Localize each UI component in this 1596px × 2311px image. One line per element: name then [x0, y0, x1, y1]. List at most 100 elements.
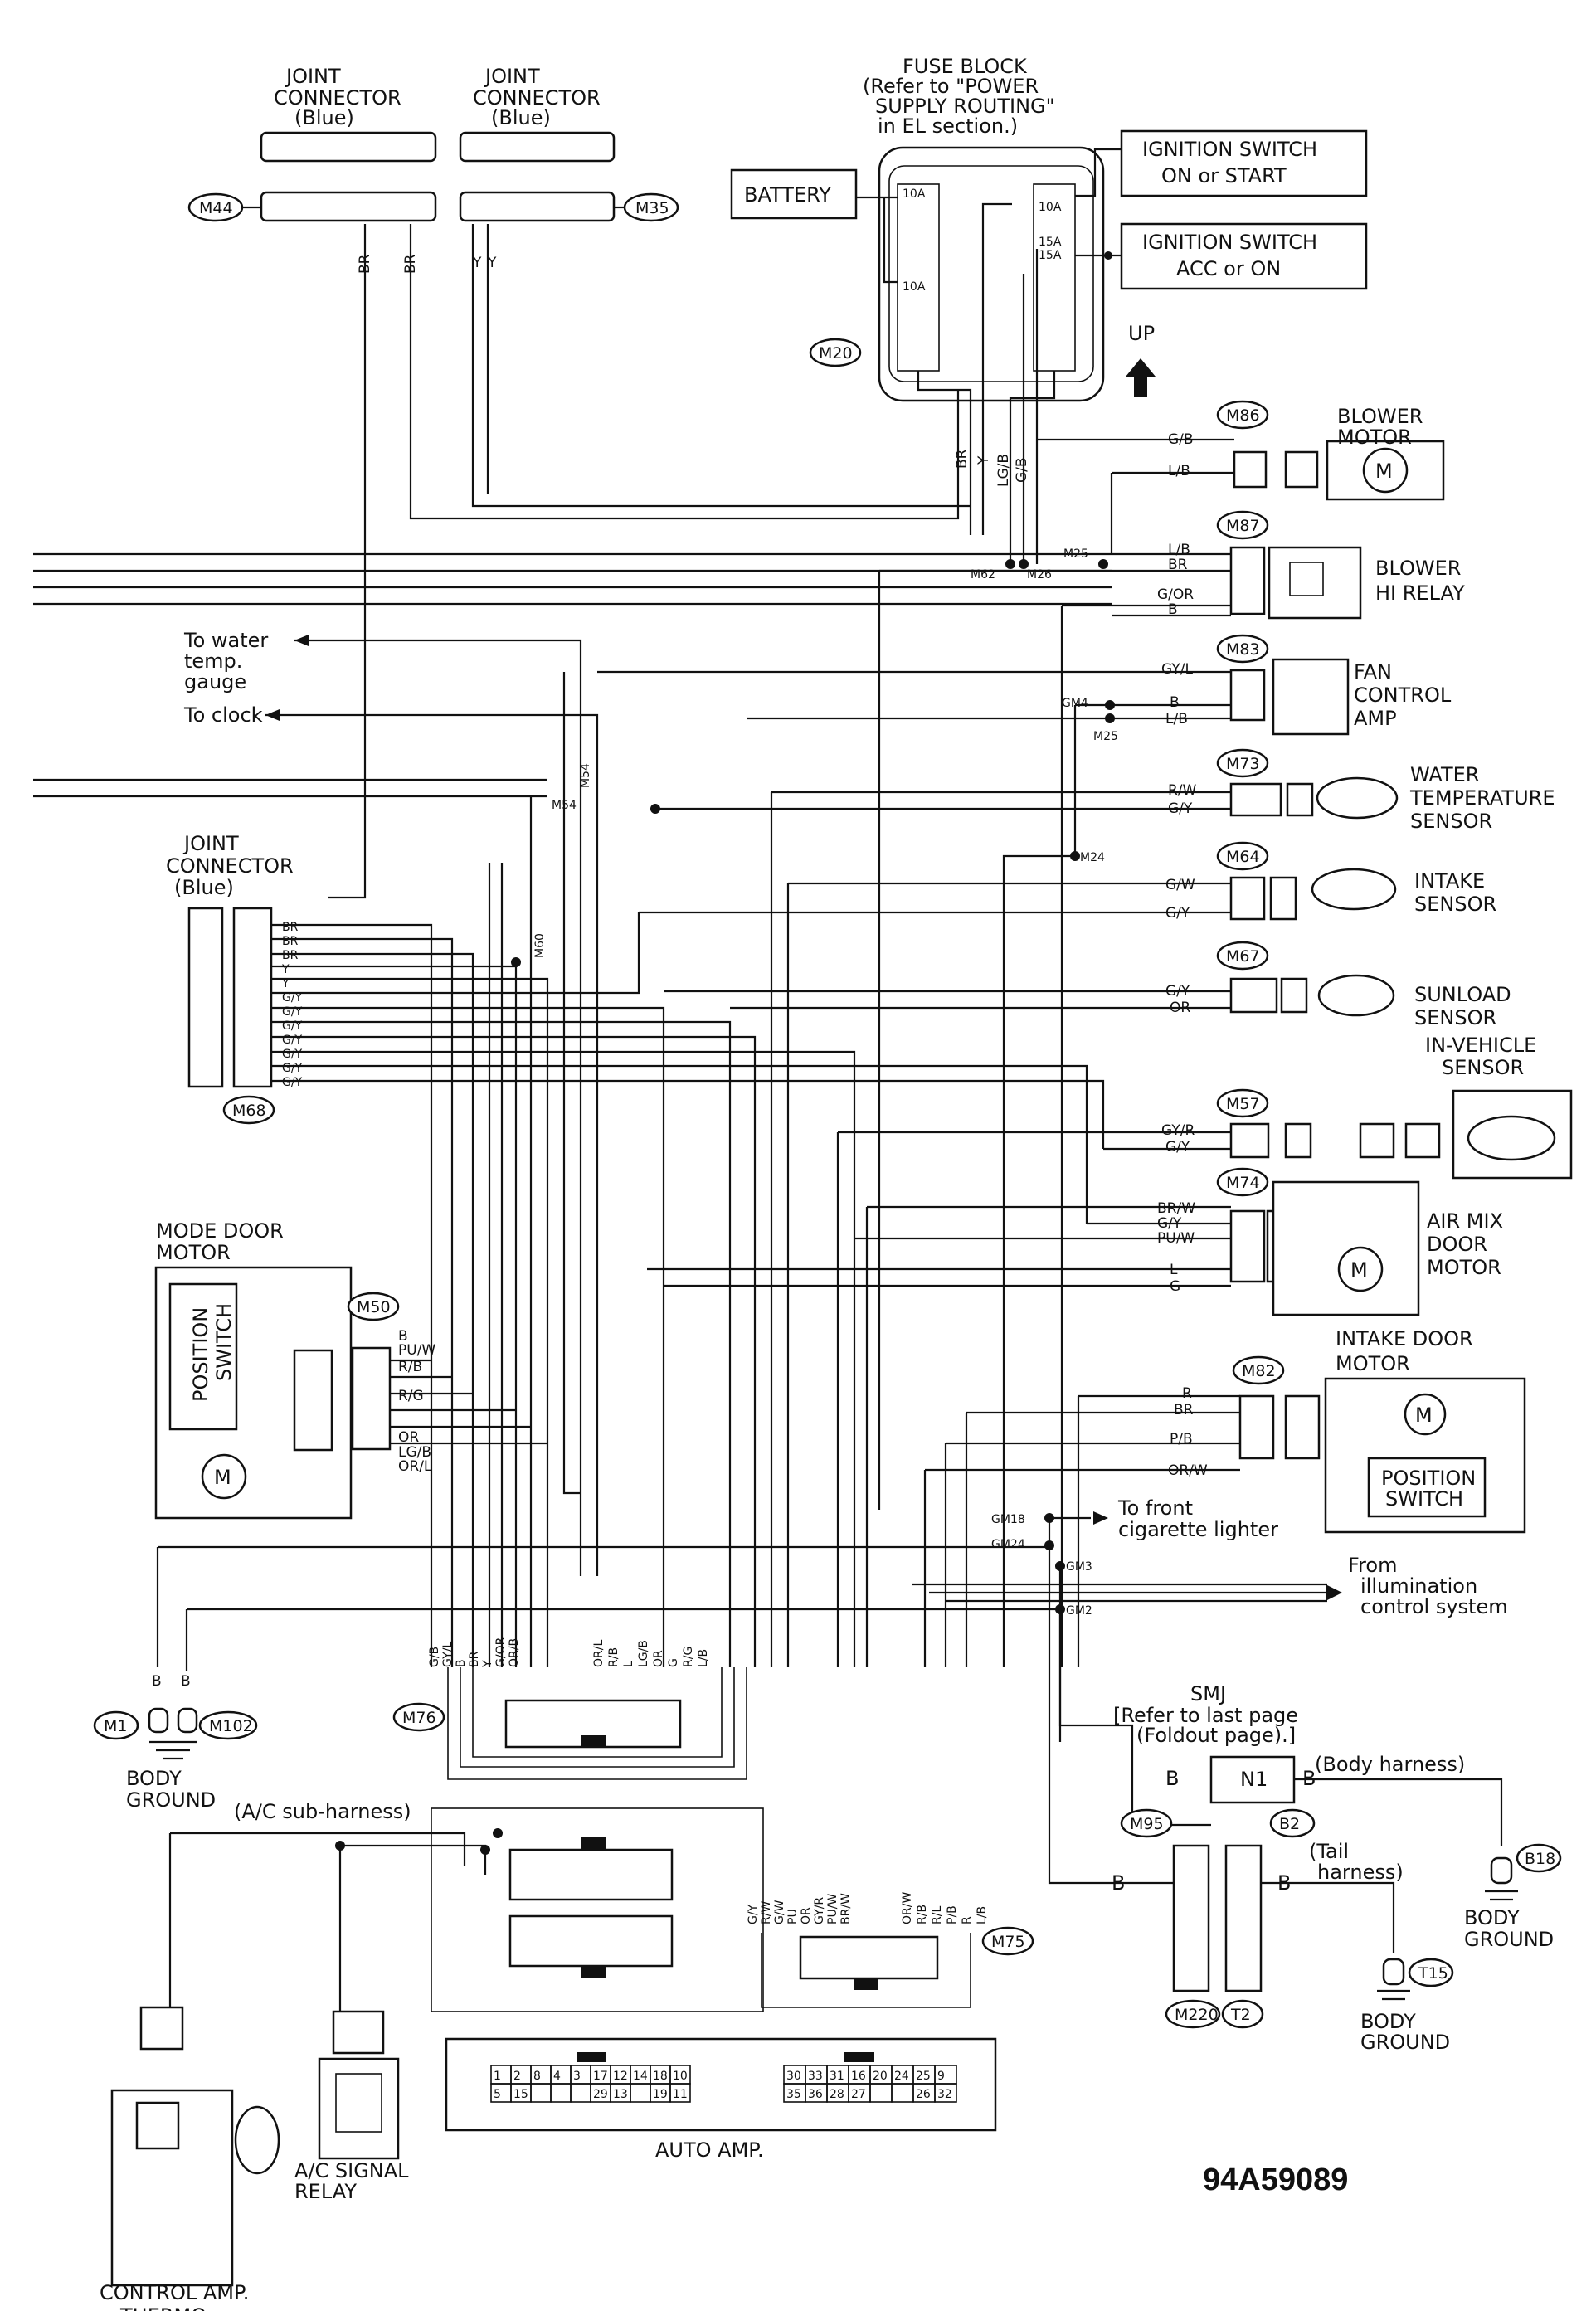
intake-position-switch: [1367, 1457, 1487, 1518]
pin-label: 9: [937, 2070, 945, 2083]
smj-b-left: B: [1165, 1767, 1179, 1790]
m50-wire-label: PU/W: [398, 1342, 435, 1359]
m68-wire-label: BR: [282, 935, 299, 948]
to-clock: To clock: [183, 703, 263, 727]
svg-text:M: M: [1415, 1404, 1433, 1427]
m76-wire-label: OR/L: [592, 1640, 606, 1667]
ground-line1: BODY: [126, 1767, 182, 1790]
thermistor-icon: [234, 2105, 280, 2175]
arrow-left-icon: [294, 635, 309, 646]
splice-m25a: M25: [1063, 547, 1088, 561]
m75-wire-label: G/W: [773, 1900, 786, 1924]
tail-harness-2: harness): [1317, 1861, 1404, 1884]
stack-br: BR: [954, 449, 971, 469]
sunload-line2: SENSOR: [1414, 1006, 1496, 1029]
m1-code: M1: [104, 1717, 127, 1735]
smj-title-1: SMJ: [1190, 1682, 1226, 1705]
m87-wire-1: L/B: [1168, 542, 1190, 558]
fuse-15a-2: 15A: [1039, 249, 1062, 262]
fuse-10a-2: 10A: [903, 280, 926, 294]
fan-control-amp: [1272, 658, 1350, 736]
auto-amp: [445, 2037, 997, 2132]
joint-connector-1-line3: (Blue): [294, 106, 354, 129]
mode-door-line2: MOTOR: [156, 1241, 231, 1264]
stack-lgb: LG/B: [995, 454, 1012, 487]
m87-wire-2: BR: [1168, 557, 1188, 573]
m50-wire-label: OR/L: [398, 1458, 432, 1475]
m76-wire-label: L/B: [697, 1649, 710, 1667]
m57-code: M57: [1226, 1095, 1260, 1113]
pin-label: 8: [533, 2070, 541, 2083]
m64-code: M64: [1226, 848, 1260, 866]
external-notes: To water temp. gauge To clock To front c…: [183, 629, 1508, 1618]
svg-text:M: M: [214, 1466, 231, 1489]
blower-motor-icon: [1362, 447, 1409, 494]
ac-sub-label: (A/C sub-harness): [234, 1800, 411, 1823]
m102-code: M102: [209, 1717, 253, 1735]
m57-wire-1: GY/R: [1161, 1122, 1195, 1139]
pin-label: 4: [553, 2070, 561, 2083]
m86-code: M86: [1226, 406, 1260, 425]
m44-code: M44: [199, 199, 233, 217]
m76-wire-label: GY/L: [441, 1642, 455, 1667]
mode-door-connector: [293, 1349, 333, 1452]
m76-wire-label: BR: [468, 1651, 481, 1667]
fuse-10a-3: 10A: [1039, 201, 1062, 214]
m68-wire-label: G/Y: [282, 991, 303, 1005]
m74-connector: [1229, 1209, 1266, 1283]
m82-code: M82: [1242, 1362, 1276, 1380]
to-water-line3: gauge: [184, 670, 246, 693]
m74-wire-1: BR/W: [1157, 1200, 1195, 1217]
pin-label: 28: [830, 2088, 844, 2101]
ac-lower-connector: [508, 1914, 674, 1968]
auto-amp-label: AUTO AMP.: [655, 2138, 764, 2162]
ac-upper-connector: [508, 1848, 674, 1901]
m82-wire-1: R: [1182, 1385, 1192, 1402]
sunload-sensor-icon: [1317, 974, 1395, 1017]
m64-connector: [1229, 876, 1266, 921]
m220-connector: [1172, 1844, 1210, 1992]
pin-label: 36: [808, 2088, 823, 2101]
m75-wire-label: P/B: [946, 1905, 959, 1924]
thermo-line2: CONTROL AMP.: [100, 2281, 249, 2304]
left-components: JOINT CONNECTOR (Blue) M68 BRBRBRYYG/YG/…: [154, 832, 435, 1520]
ignition-acc-box: [1120, 222, 1368, 290]
m67-code: M67: [1226, 947, 1260, 966]
m75-connector: [799, 1935, 939, 1980]
m50-code: M50: [357, 1298, 391, 1316]
left-jc-line2: CONNECTOR: [166, 854, 294, 878]
pin-label: 27: [851, 2088, 866, 2101]
air-mix-line2: DOOR: [1427, 1233, 1487, 1256]
splice-m24: M24: [1080, 851, 1105, 864]
pin-label: 14: [633, 2070, 648, 2083]
m76-code: M76: [402, 1709, 436, 1727]
arrow-right-icon: [1093, 1511, 1108, 1525]
pin-cell: [934, 2083, 957, 2103]
intake-door-line1: INTAKE DOOR: [1336, 1327, 1473, 1350]
m86-wire-2: L/B: [1168, 463, 1190, 479]
in-vehicle-line2: SENSOR: [1442, 1056, 1524, 1079]
fuse-output-wires: BR Y LG/B G/B: [917, 202, 1056, 564]
m68-wire-label: BR: [282, 949, 299, 962]
stack-y: Y: [976, 455, 992, 465]
fuse-block-title-3: SUPPLY ROUTING": [875, 95, 1055, 118]
left-jc-line3: (Blue): [174, 876, 234, 899]
t15-ground-1: BODY: [1360, 2010, 1416, 2033]
position-switch-left-1: POSITION: [189, 1307, 212, 1402]
m68-wire-label: G/Y: [282, 1048, 303, 1061]
m76-wire-label: G/OR: [494, 1637, 508, 1667]
pin-label: 2: [513, 2070, 521, 2083]
pin-label: 13: [613, 2088, 628, 2101]
pin-label: 32: [937, 2088, 952, 2101]
pin-label: 3: [573, 2070, 581, 2083]
m76-wire-label: OR/B: [508, 1638, 521, 1667]
ac-relay-line2: RELAY: [294, 2180, 357, 2203]
fuse-block-title-1: FUSE BLOCK: [903, 55, 1028, 78]
m68-connector-left: [187, 907, 224, 1088]
stack-gb: G/B: [1014, 457, 1030, 483]
air-mix-motor-icon: [1337, 1246, 1384, 1292]
m76-wire-label: Y: [481, 1660, 494, 1668]
